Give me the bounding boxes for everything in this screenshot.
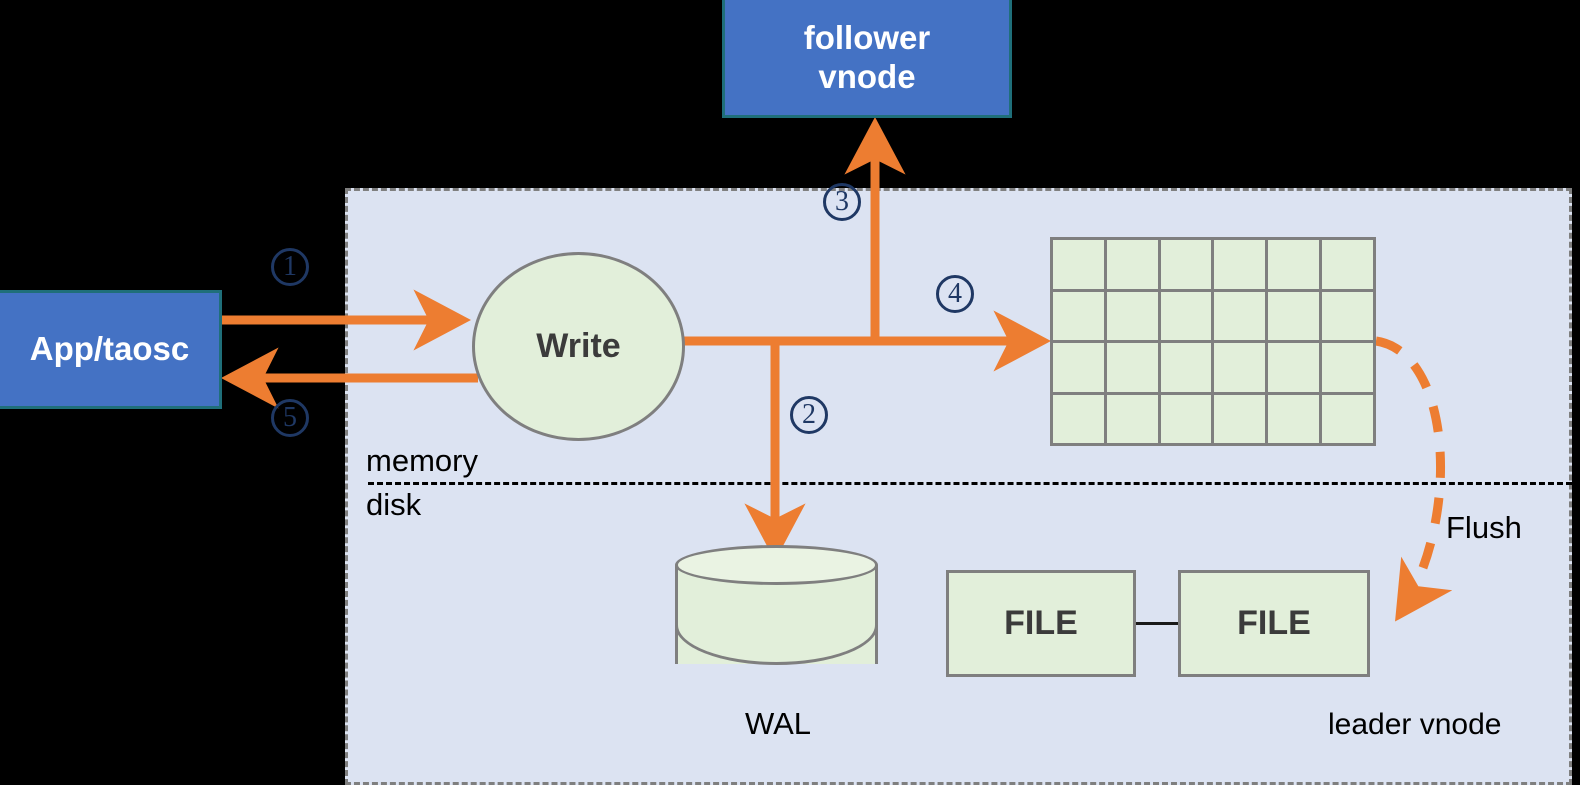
step-marker-1: 1 <box>271 248 309 286</box>
node-write[interactable]: Write <box>472 252 685 441</box>
node-file-1[interactable]: FILE <box>946 570 1136 677</box>
memtable-cell <box>1160 394 1212 443</box>
memtable-cell <box>1322 394 1373 443</box>
disk-label: disk <box>366 487 422 522</box>
memtable-cell <box>1053 394 1104 443</box>
node-app-taosc[interactable]: App/taosc <box>0 290 222 409</box>
step-marker-4: 4 <box>936 275 974 313</box>
memtable-cell <box>1106 394 1158 443</box>
node-memtable-grid[interactable] <box>1050 237 1376 446</box>
memtable-cell <box>1322 343 1373 392</box>
node-write-label: Write <box>536 327 621 365</box>
memtable-cell <box>1160 343 1212 392</box>
memtable-cell <box>1214 343 1266 392</box>
node-file-2-label: FILE <box>1237 604 1311 642</box>
memtable-cell <box>1214 240 1266 289</box>
memtable-cell <box>1106 240 1158 289</box>
memtable-cell <box>1106 343 1158 392</box>
wal-label: WAL <box>744 706 812 741</box>
memtable-cell <box>1268 343 1320 392</box>
node-app-taosc-label: App/taosc <box>29 330 190 368</box>
memtable-cell <box>1214 394 1266 443</box>
step-marker-2: 2 <box>790 396 828 434</box>
node-follower-vnode[interactable]: follower vnode <box>722 0 1012 118</box>
memtable-cell <box>1053 240 1104 289</box>
memtable-cell <box>1322 291 1373 340</box>
node-wal-cylinder[interactable] <box>675 545 878 684</box>
memtable-cell <box>1160 240 1212 289</box>
memtable-cell <box>1214 291 1266 340</box>
memtable-cell <box>1268 291 1320 340</box>
node-file-1-label: FILE <box>1004 604 1078 642</box>
memtable-cell <box>1053 343 1104 392</box>
step-marker-3: 3 <box>823 183 861 221</box>
leader-vnode-label: leader vnode <box>1328 708 1502 741</box>
memtable-cell <box>1106 291 1158 340</box>
cylinder-top <box>675 545 878 585</box>
memory-label: memory <box>366 443 478 478</box>
file-link-connector <box>1136 622 1178 625</box>
node-follower-vnode-label: follower vnode <box>803 18 931 95</box>
memtable-cell <box>1268 240 1320 289</box>
node-file-2[interactable]: FILE <box>1178 570 1370 677</box>
memtable-cell <box>1268 394 1320 443</box>
flush-label: Flush <box>1446 510 1522 545</box>
memtable-cell <box>1160 291 1212 340</box>
memtable-cell <box>1053 291 1104 340</box>
memory-disk-divider <box>368 482 1572 485</box>
memtable-cell <box>1322 240 1373 289</box>
step-marker-5: 5 <box>271 399 309 437</box>
